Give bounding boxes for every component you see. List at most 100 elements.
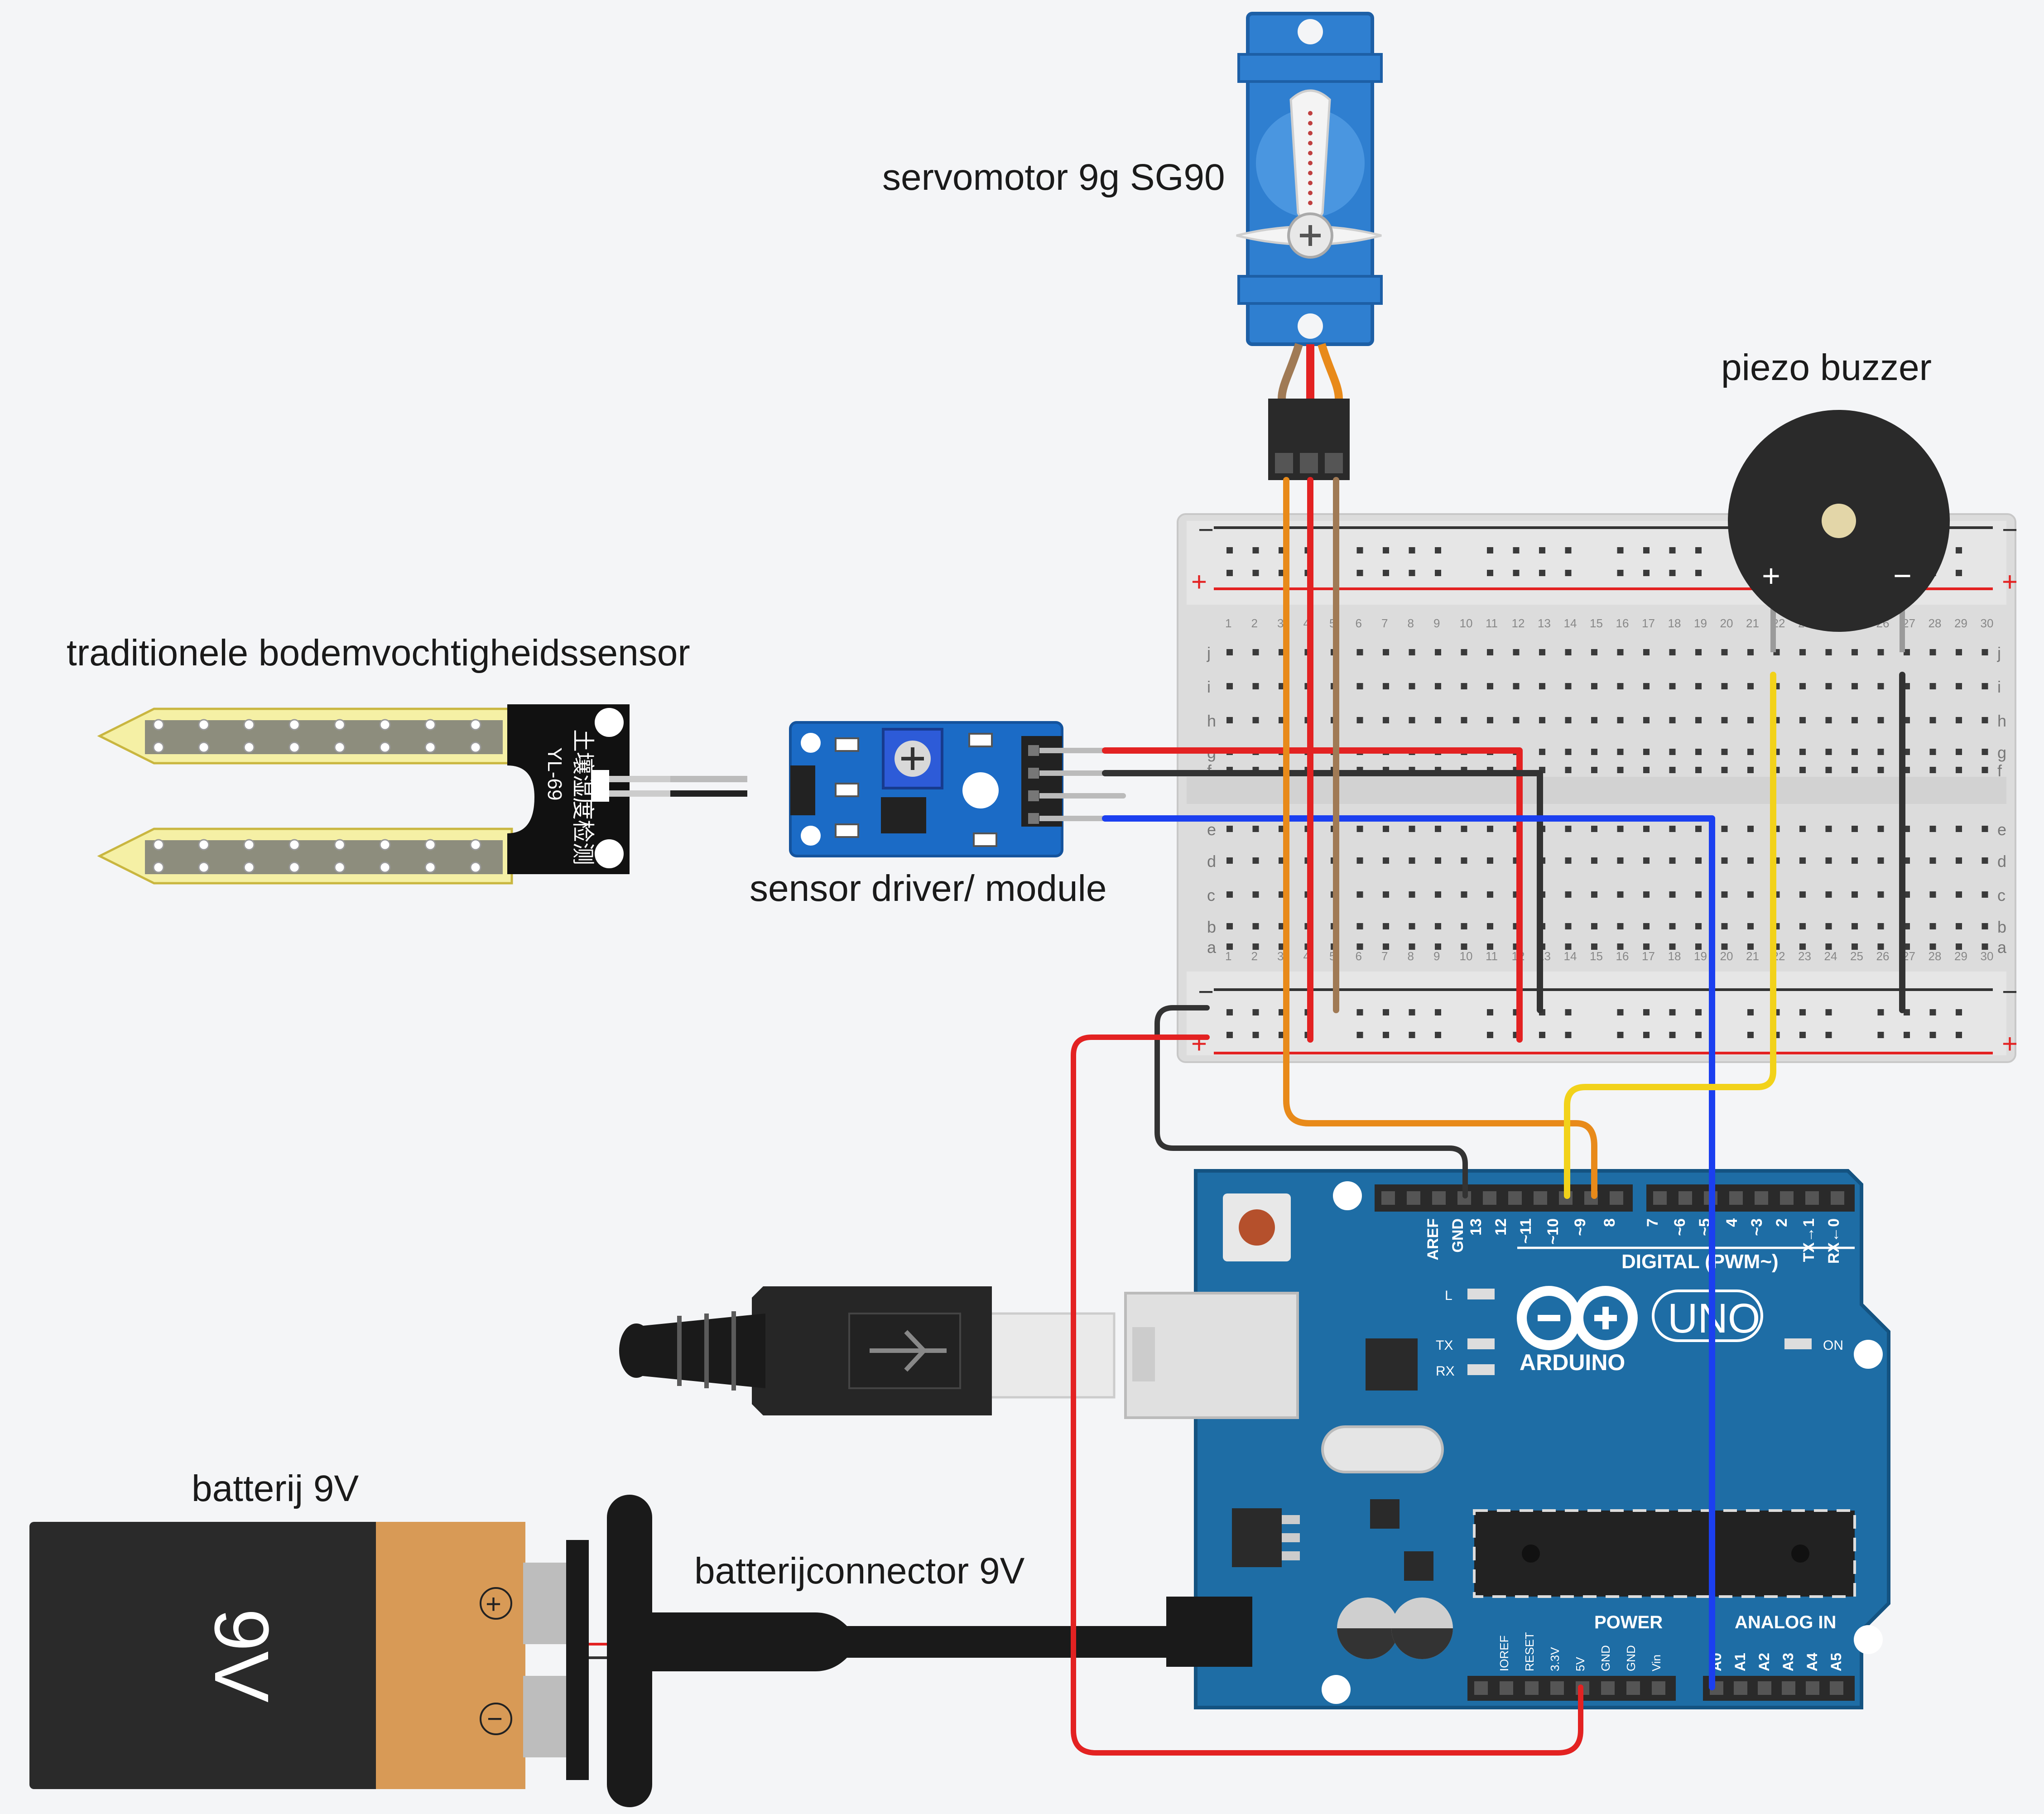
- column-number: 9: [1433, 616, 1440, 630]
- row-letter: a: [1207, 938, 1217, 957]
- analog-label: ANALOG IN: [1735, 1612, 1836, 1632]
- column-number: 24: [1824, 949, 1837, 963]
- power-pin-label: 3.3V: [1548, 1647, 1562, 1671]
- soil-sensor-label: traditionele bodemvochtigheidssensor: [67, 632, 690, 674]
- sensor-driver-module: [789, 721, 1105, 857]
- column-number: 20: [1720, 616, 1733, 630]
- wire-yellow-buzzer-signal: [1564, 672, 1776, 1199]
- analog-pin-label: A2: [1756, 1653, 1772, 1671]
- breadboard-holes: [1226, 547, 1988, 1038]
- wire-black-sensor-gnd: [1102, 770, 1543, 1013]
- column-number: 9: [1433, 949, 1440, 963]
- row-letter: a: [1997, 938, 2007, 957]
- on-led-label: ON: [1823, 1338, 1843, 1353]
- row-letter: f: [1997, 761, 2002, 780]
- wire-black-gnd-rail: [1154, 1005, 1468, 1198]
- analog-pin-label: A1: [1732, 1653, 1748, 1671]
- digital-pin-label: AREF: [1424, 1218, 1442, 1261]
- power-pin-label: RESET: [1523, 1632, 1536, 1671]
- digital-pin-label: 2: [1773, 1218, 1790, 1227]
- usb-cable: [619, 1286, 1116, 1415]
- battery-face-text: 9V: [198, 1608, 284, 1703]
- column-number: 25: [1850, 949, 1863, 963]
- usb-icon: [870, 1330, 947, 1372]
- l-led-label: L: [1445, 1288, 1452, 1303]
- wire-red-sensor-vcc: [1102, 747, 1523, 1043]
- digital-pin-label: GND: [1449, 1218, 1467, 1253]
- column-number: 3: [1277, 616, 1284, 630]
- digital-pin-label: 13: [1467, 1218, 1485, 1236]
- wire-red-5v-rail: [1071, 1035, 1583, 1756]
- column-number: 15: [1590, 949, 1603, 963]
- analog-header: [1703, 1676, 1855, 1701]
- analog-pin-label: A5: [1828, 1653, 1844, 1671]
- column-number: 14: [1564, 949, 1577, 963]
- sensor-model-text: YL-69: [543, 747, 566, 800]
- tx-label: TX: [1436, 1338, 1453, 1353]
- row-letter: c: [1207, 886, 1215, 905]
- digital-pin-label: 7: [1644, 1218, 1661, 1227]
- row-letter: j: [1997, 644, 2001, 662]
- column-number: 19: [1694, 949, 1707, 963]
- digital-pin-label: ~3: [1748, 1218, 1765, 1236]
- column-number: 11: [1486, 949, 1498, 963]
- column-number: 23: [1798, 949, 1811, 963]
- column-number: 29: [1954, 616, 1967, 630]
- arduino-logo: [1517, 1286, 1638, 1350]
- digital-pin-label: 4: [1723, 1218, 1741, 1227]
- column-number: 10: [1460, 616, 1473, 630]
- column-number: 30: [1981, 949, 1994, 963]
- column-number: 12: [1512, 616, 1525, 630]
- rail-minus-label-bottom-right: −: [2002, 977, 2018, 1007]
- analog-pin-label: A4: [1804, 1653, 1820, 1671]
- row-letter: b: [1997, 918, 2006, 936]
- column-number: 8: [1408, 616, 1414, 630]
- power-pin-label: 5V: [1573, 1657, 1587, 1671]
- column-number: 16: [1616, 949, 1629, 963]
- power-pin-label: Vin: [1650, 1655, 1663, 1671]
- analog-pin-label: A3: [1780, 1653, 1796, 1671]
- driver-label: sensor driver/ module: [750, 868, 1107, 909]
- wires: [1071, 477, 1905, 1756]
- column-number: 6: [1356, 616, 1362, 630]
- power-pin-label: GND: [1624, 1645, 1638, 1671]
- column-number: 2: [1251, 949, 1258, 963]
- column-number: 2: [1251, 616, 1258, 630]
- rail-plus-label-bottom-right: +: [2002, 1029, 2018, 1059]
- column-number: 30: [1981, 616, 1994, 630]
- column-number: 7: [1381, 616, 1388, 630]
- column-number: 13: [1538, 616, 1551, 630]
- row-letter: j: [1207, 644, 1211, 662]
- rail-plus-label-bottom: +: [1191, 1029, 1207, 1059]
- column-number: 17: [1642, 616, 1655, 630]
- column-number: 7: [1381, 949, 1388, 963]
- column-number: 26: [1876, 949, 1890, 963]
- digital-pin-label: ~10: [1544, 1218, 1562, 1245]
- column-number: 3: [1277, 949, 1284, 963]
- row-letter: c: [1997, 886, 2006, 905]
- digital-pin-label: RX←0: [1825, 1218, 1842, 1264]
- rail-minus-label-bottom: −: [1198, 977, 1214, 1007]
- battery-minus-label: −: [487, 1703, 503, 1734]
- battery-plus-label: +: [486, 1589, 501, 1619]
- wire-orange-servo-signal: [1283, 477, 1597, 1199]
- digital-pin-label: TX→1: [1800, 1218, 1818, 1262]
- buzzer-label: piezo buzzer: [1721, 347, 1932, 388]
- servo-label: servomotor 9g SG90: [882, 157, 1225, 198]
- rail-plus-label-right: +: [2002, 567, 2018, 597]
- dc-power-jack: [1166, 1597, 1252, 1667]
- column-number: 28: [1929, 949, 1942, 963]
- rx-label: RX: [1436, 1364, 1455, 1379]
- row-letter: i: [1207, 678, 1211, 696]
- column-number: 14: [1564, 616, 1577, 630]
- digital-pin-label: ~6: [1671, 1218, 1688, 1236]
- buzzer-plus-label: +: [1762, 558, 1780, 593]
- column-number: 1: [1225, 949, 1231, 963]
- rail-plus-label: +: [1191, 567, 1207, 597]
- column-number: 10: [1460, 949, 1473, 963]
- power-label: POWER: [1594, 1612, 1663, 1632]
